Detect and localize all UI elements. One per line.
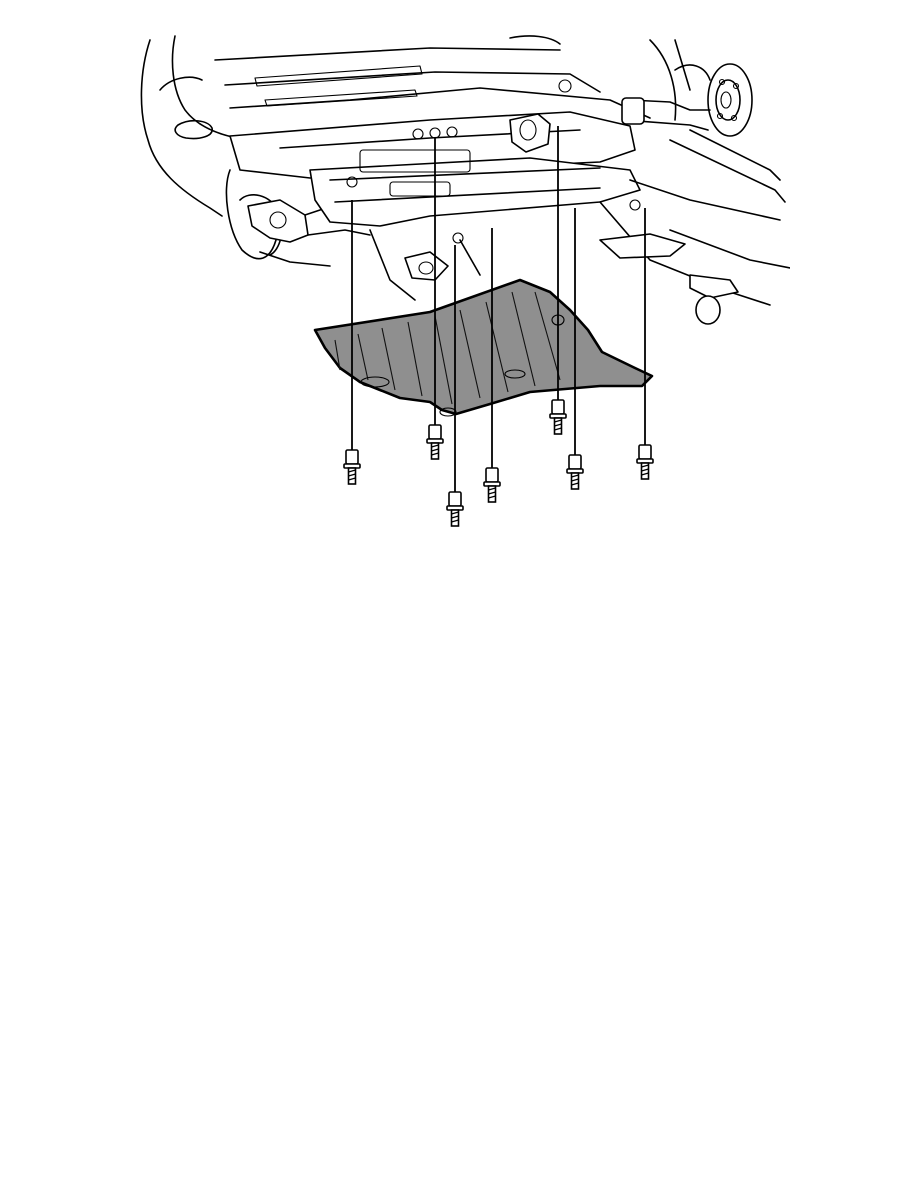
engine-splash-shield bbox=[313, 278, 654, 417]
bolt-3 bbox=[446, 491, 464, 527]
left-wheel-hub bbox=[225, 169, 371, 267]
bolt-6 bbox=[566, 454, 584, 490]
leader-lines bbox=[351, 126, 646, 492]
bolt-5 bbox=[549, 399, 567, 435]
underbody-shield-diagram bbox=[130, 30, 790, 530]
diagram-svg bbox=[140, 35, 790, 527]
mounting-bolts bbox=[343, 399, 654, 527]
bolt-1 bbox=[343, 449, 361, 485]
vehicle-body bbox=[140, 35, 691, 217]
bolt-7 bbox=[636, 444, 654, 480]
right-wheel-hub bbox=[621, 63, 786, 203]
bolt-2 bbox=[426, 424, 444, 460]
bolt-4 bbox=[483, 467, 501, 503]
